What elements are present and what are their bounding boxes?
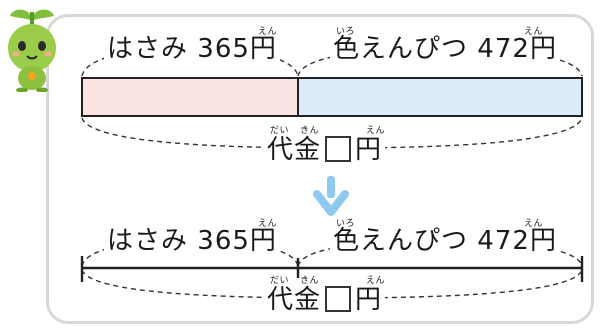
total-reading-kin: きん <box>300 126 320 136</box>
answer-blank-box-lower[interactable] <box>325 286 352 312</box>
total-label: 代金円 <box>264 136 386 163</box>
total-unit-reading-lower: えん <box>366 276 386 286</box>
item2-prefix-reading: いろ <box>336 27 356 37</box>
item1-label: はさみ 365円 <box>104 36 280 62</box>
item2-prefix-reading-lower: いろ <box>336 219 356 229</box>
item2-label-lower: 色えんぴつ 472円 <box>330 228 560 254</box>
item2-unit-reading: えん <box>524 27 544 37</box>
item1-brace-top-lower <box>81 239 299 267</box>
item1-bar <box>81 77 299 117</box>
item2-bar <box>297 77 583 117</box>
item1-label-lower: はさみ 365円 <box>104 228 280 254</box>
item1-brace-top <box>81 47 299 77</box>
mascot-character <box>8 9 56 92</box>
diagram-panel <box>46 14 594 324</box>
down-arrow-icon <box>313 176 349 216</box>
answer-blank-box[interactable] <box>325 136 352 162</box>
total-reading-dai: だい <box>270 126 290 136</box>
total-reading-dai-lower: だい <box>270 276 290 286</box>
item2-brace-top <box>297 47 583 77</box>
total-reading-kin-lower: きん <box>300 276 320 286</box>
item2-unit-reading-lower: えん <box>524 219 544 229</box>
total-unit-reading: えん <box>366 126 386 136</box>
total-label-lower: 代金円 <box>264 286 386 313</box>
item2-label: 色えんぴつ 472円 <box>330 36 560 62</box>
item1-unit-reading: えん <box>258 27 278 37</box>
item1-unit-reading-lower: えん <box>258 219 278 229</box>
